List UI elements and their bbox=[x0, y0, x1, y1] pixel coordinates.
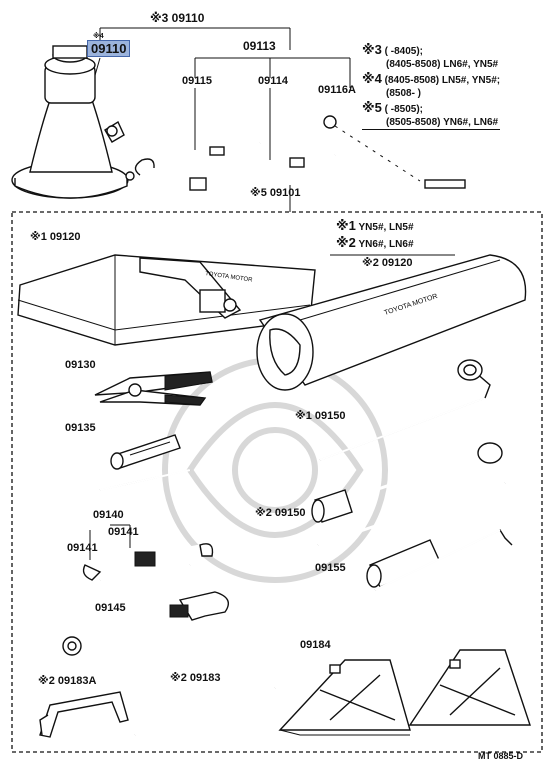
label-tool-bag-1[interactable]: ※1 09120 bbox=[30, 231, 81, 243]
label-screwdriver[interactable]: 09135 bbox=[65, 422, 96, 434]
note-line: (8505-8508) YN6#, LN6# bbox=[362, 117, 501, 130]
footer-code: MT 0885-D bbox=[478, 751, 524, 761]
jack-handle-09114 bbox=[189, 153, 336, 191]
note-line: ※4 (8405-8508) LN5#, YN5#; bbox=[362, 71, 501, 86]
socket-wrench bbox=[366, 529, 513, 591]
label-root-part: ※3 09110 bbox=[150, 11, 205, 25]
notes-mid: ※1 YN5#, LN5# ※2 YN6#, LN6# bbox=[336, 218, 414, 251]
clip bbox=[39, 691, 129, 738]
note-line: ※3 ( -8405); bbox=[362, 42, 424, 57]
wrench-set bbox=[82, 543, 214, 583]
pliers bbox=[94, 371, 213, 406]
label-kit-part[interactable]: ※5 09101 bbox=[250, 187, 301, 199]
label-09116A[interactable]: 09116A bbox=[318, 84, 356, 96]
note-line: (8508- ) bbox=[386, 87, 422, 99]
label-09113[interactable]: 09113 bbox=[243, 39, 276, 53]
tool-bag-2: TOYOTA MOTOR bbox=[256, 254, 527, 391]
label-socket-wrench[interactable]: 09155 bbox=[315, 562, 346, 574]
label-wrench[interactable]: 09141 bbox=[67, 542, 98, 554]
label-wrench-set[interactable]: 09140 bbox=[93, 509, 124, 521]
screwdriver bbox=[99, 434, 191, 491]
label-handle-2[interactable]: ※2 09150 bbox=[255, 507, 306, 519]
note-line: ※2 YN6#, LN6# bbox=[336, 234, 414, 250]
handle-1 bbox=[319, 359, 491, 461]
tool-bag-1: TOYOTA MOTOR bbox=[17, 254, 316, 346]
label-highlighted-part[interactable]: 09110 bbox=[87, 40, 131, 57]
wheel-chocks bbox=[278, 649, 531, 736]
label-highlight-mark: ※4 bbox=[93, 33, 104, 40]
jack-handle-09116A bbox=[323, 115, 466, 191]
notes-top: ※3 ( -8405); (8405-8508) LN6#, YN5# ※4 (… bbox=[362, 42, 501, 130]
jack bbox=[11, 45, 135, 199]
label-clip[interactable]: ※2 09183A bbox=[38, 675, 97, 687]
label-09114[interactable]: 09114 bbox=[258, 75, 288, 87]
jack-handle-09115 bbox=[134, 141, 261, 176]
note-line: ※1 YN5#, LN5# bbox=[336, 218, 414, 233]
label-bar[interactable]: ※2 09183 bbox=[170, 672, 221, 684]
label-adjustable-wrench[interactable]: 09145 bbox=[95, 602, 126, 614]
label-handle-1[interactable]: ※1 09150 bbox=[295, 410, 346, 422]
handle-2 bbox=[311, 442, 506, 547]
note-line: ※5 ( -8505); bbox=[362, 100, 424, 115]
label-09115[interactable]: 09115 bbox=[182, 75, 212, 87]
adjustable-wrench bbox=[62, 591, 229, 656]
label-wheel-chocks[interactable]: 09184 bbox=[300, 639, 331, 651]
label-wrench-top[interactable]: 09141 bbox=[108, 526, 139, 538]
label-pliers[interactable]: 09130 bbox=[65, 359, 96, 371]
note-line: (8405-8508) LN6#, YN5# bbox=[386, 58, 499, 70]
bar bbox=[134, 686, 276, 737]
label-tool-bag-2[interactable]: ※2 09120 bbox=[362, 257, 413, 269]
kit-frame bbox=[11, 211, 543, 753]
